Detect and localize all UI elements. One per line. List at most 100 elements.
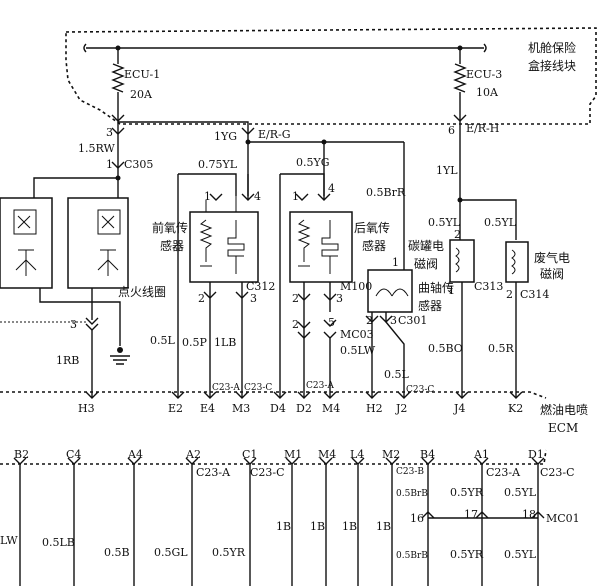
wire-0-5yg: 0.5YG (296, 156, 330, 169)
egr-label-2: 磁阀 (540, 266, 564, 281)
splice-17: 17 (464, 508, 478, 521)
rear-o2-sensor (289, 211, 353, 283)
crank-label-1: 曲轴传 (418, 280, 454, 295)
crank-pin1: 1 (392, 256, 399, 269)
wire-0-5b: 0.5B (104, 546, 130, 559)
canister-pin1: 1 (448, 284, 455, 297)
wire-0-5r: 0.5R (488, 342, 514, 355)
ecm-term-e2: E2 (168, 402, 183, 415)
wire-0-5l: 0.5L (150, 334, 175, 347)
ecm-term-e4: E4 (200, 402, 215, 415)
ecm-bot-term-a4: A4 (127, 448, 143, 461)
ecm-bot-term-d1: D1 (528, 448, 544, 461)
egr-valve (505, 241, 529, 283)
wire-0-5yl-a: 0.5YL (428, 216, 461, 229)
fuse-ecu3 (453, 45, 467, 122)
wire-1b-c: 1B (342, 520, 357, 533)
wire-0-5yl-top: 0.5YL (504, 486, 537, 499)
fuse-ecu1 (111, 45, 125, 122)
ro2-pin3: 3 (336, 292, 343, 305)
ecm-top-boundary (0, 391, 547, 399)
fuse-ecu3-rating: 10A (476, 86, 499, 99)
fuse-box-label-1: 机舱保险 (528, 40, 576, 55)
ecm-term-h3: H3 (78, 402, 95, 415)
fuse-box-label-2: 盒接线块 (528, 58, 576, 73)
ecm-top-arrows (85, 391, 523, 399)
ecm-bot-c23a-2: C23-A (486, 466, 521, 479)
wire-0-5l-b: 0.5L (384, 368, 409, 381)
wire-lw: LW (0, 534, 18, 547)
rear-o2-label-2: 感器 (362, 238, 386, 253)
wire-0-5gl: 0.5GL (154, 546, 188, 559)
ecm-term-k2: K2 (508, 402, 523, 415)
rear-o2-label-1: 后氧传 (354, 220, 390, 235)
ecm-bot-c23c-2: C23-C (540, 466, 575, 479)
ignition-coil-left (0, 197, 53, 289)
wire-0-5brb-top: 0.5BrB (396, 489, 428, 499)
ecm-bot-c23a: C23-A (196, 466, 231, 479)
mc03-pin5: 5 (328, 316, 335, 329)
ro2-pin1: 1 (292, 190, 299, 203)
ecm-top-c23a: C23-A (212, 383, 240, 393)
wire-0-5brr: 0.5BrR (366, 186, 406, 199)
ecm-bot-term-a1: A1 (473, 448, 489, 461)
canister-label-2: 磁阀 (414, 256, 438, 271)
crank-sensor (367, 269, 413, 313)
fuse-ecu1-rating: 20A (130, 88, 153, 101)
ecm-bot-term-a2: A2 (185, 448, 201, 461)
fuse-ecu1-name: ECU-1 (124, 68, 160, 81)
ecm-bot-term-c1: C1 (242, 448, 257, 461)
canister-pin2: 2 (454, 228, 461, 241)
ecm-term-m4: M4 (322, 402, 340, 415)
ecm-term-m3: M3 (232, 402, 250, 415)
pin-1-c305: 1 (106, 158, 113, 171)
crank-pin3: 3 (390, 314, 397, 327)
ignition-coil-right (67, 197, 129, 289)
ecm-bot-term-b2: B2 (14, 448, 29, 461)
coil-pin-3: 3 (70, 318, 77, 331)
connector-mc03: MC03 (340, 328, 374, 341)
wire-0-5yl-bot: 0.5YL (504, 548, 537, 561)
ecm-term-d4: D4 (270, 402, 286, 415)
ro2-pin4: 4 (328, 182, 335, 195)
wire-0-5yr-bot: 0.5YR (450, 548, 484, 561)
wire-1b-d: 1B (376, 520, 391, 533)
ecu1-branch (118, 121, 249, 142)
ecm-bot-c23c: C23-C (250, 466, 285, 479)
connector-c314: C314 (520, 288, 549, 301)
crank-pin2: 2 (366, 314, 373, 327)
wire-0-75yl: 0.75YL (198, 158, 238, 171)
wire-0-5yl-b: 0.5YL (484, 216, 517, 229)
wire-er-g: E/R-G (258, 128, 291, 141)
ecm-bot-term-m1: M1 (284, 448, 302, 461)
wire-1b-b: 1B (310, 520, 325, 533)
ecm-top-c23c: C23-C (244, 383, 272, 393)
ecm-bot-term-b4: B4 (420, 448, 435, 461)
mc03-pin2: 2 (292, 318, 299, 331)
pin-6-label: 6 (448, 124, 455, 137)
ecm-term-j2: J2 (395, 402, 407, 415)
wire-1b-a: 1B (276, 520, 291, 533)
egr-label-1: 废气电 (534, 250, 570, 265)
front-o2-label-1: 前氧传 (152, 220, 188, 235)
egr-pin2: 2 (506, 288, 513, 301)
connector-c301: C301 (398, 314, 427, 327)
connector-c312: C312 (246, 280, 275, 293)
ecm-term-j4: J4 (453, 402, 465, 415)
front-o2-label-2: 感器 (160, 238, 184, 253)
wire-0-5yr-top: 0.5YR (450, 486, 484, 499)
fo2-pin3: 3 (250, 292, 257, 305)
pin-3-label: 3 (106, 126, 113, 139)
ecm-bottom-wires (13, 457, 545, 586)
ecm-top-c23a-2: C23-A (306, 381, 334, 391)
wire-1rb: 1RB (56, 354, 79, 367)
ecm-term-d2: D2 (296, 402, 312, 415)
canister-label-1: 碳罐电 (408, 239, 444, 253)
splice-16: 16 (410, 512, 424, 525)
fo2-pin2: 2 (198, 292, 205, 305)
ignition-coil-label: 点火线圈 (118, 285, 166, 299)
fo2-pin1: 1 (204, 190, 211, 203)
fuse-box-outline (65, 27, 597, 125)
fuse-ecu3-name: ECU-3 (466, 68, 502, 81)
